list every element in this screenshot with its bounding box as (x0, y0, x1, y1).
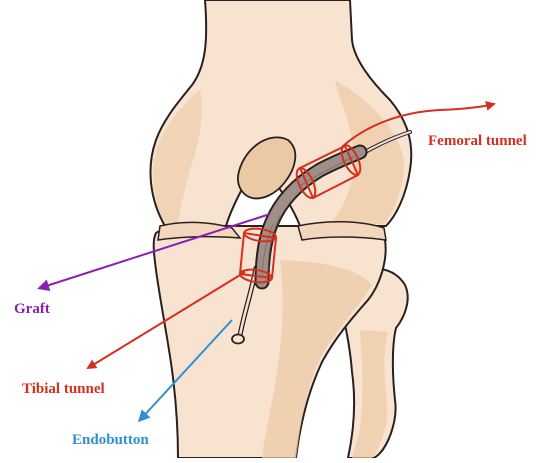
label-tibial-tunnel: Tibial tunnel (22, 381, 105, 398)
label-endobutton: Endobutton (72, 432, 149, 449)
label-graft: Graft (14, 301, 50, 318)
label-femoral-tunnel: Femoral tunnel (428, 133, 527, 150)
femur (150, 0, 411, 226)
